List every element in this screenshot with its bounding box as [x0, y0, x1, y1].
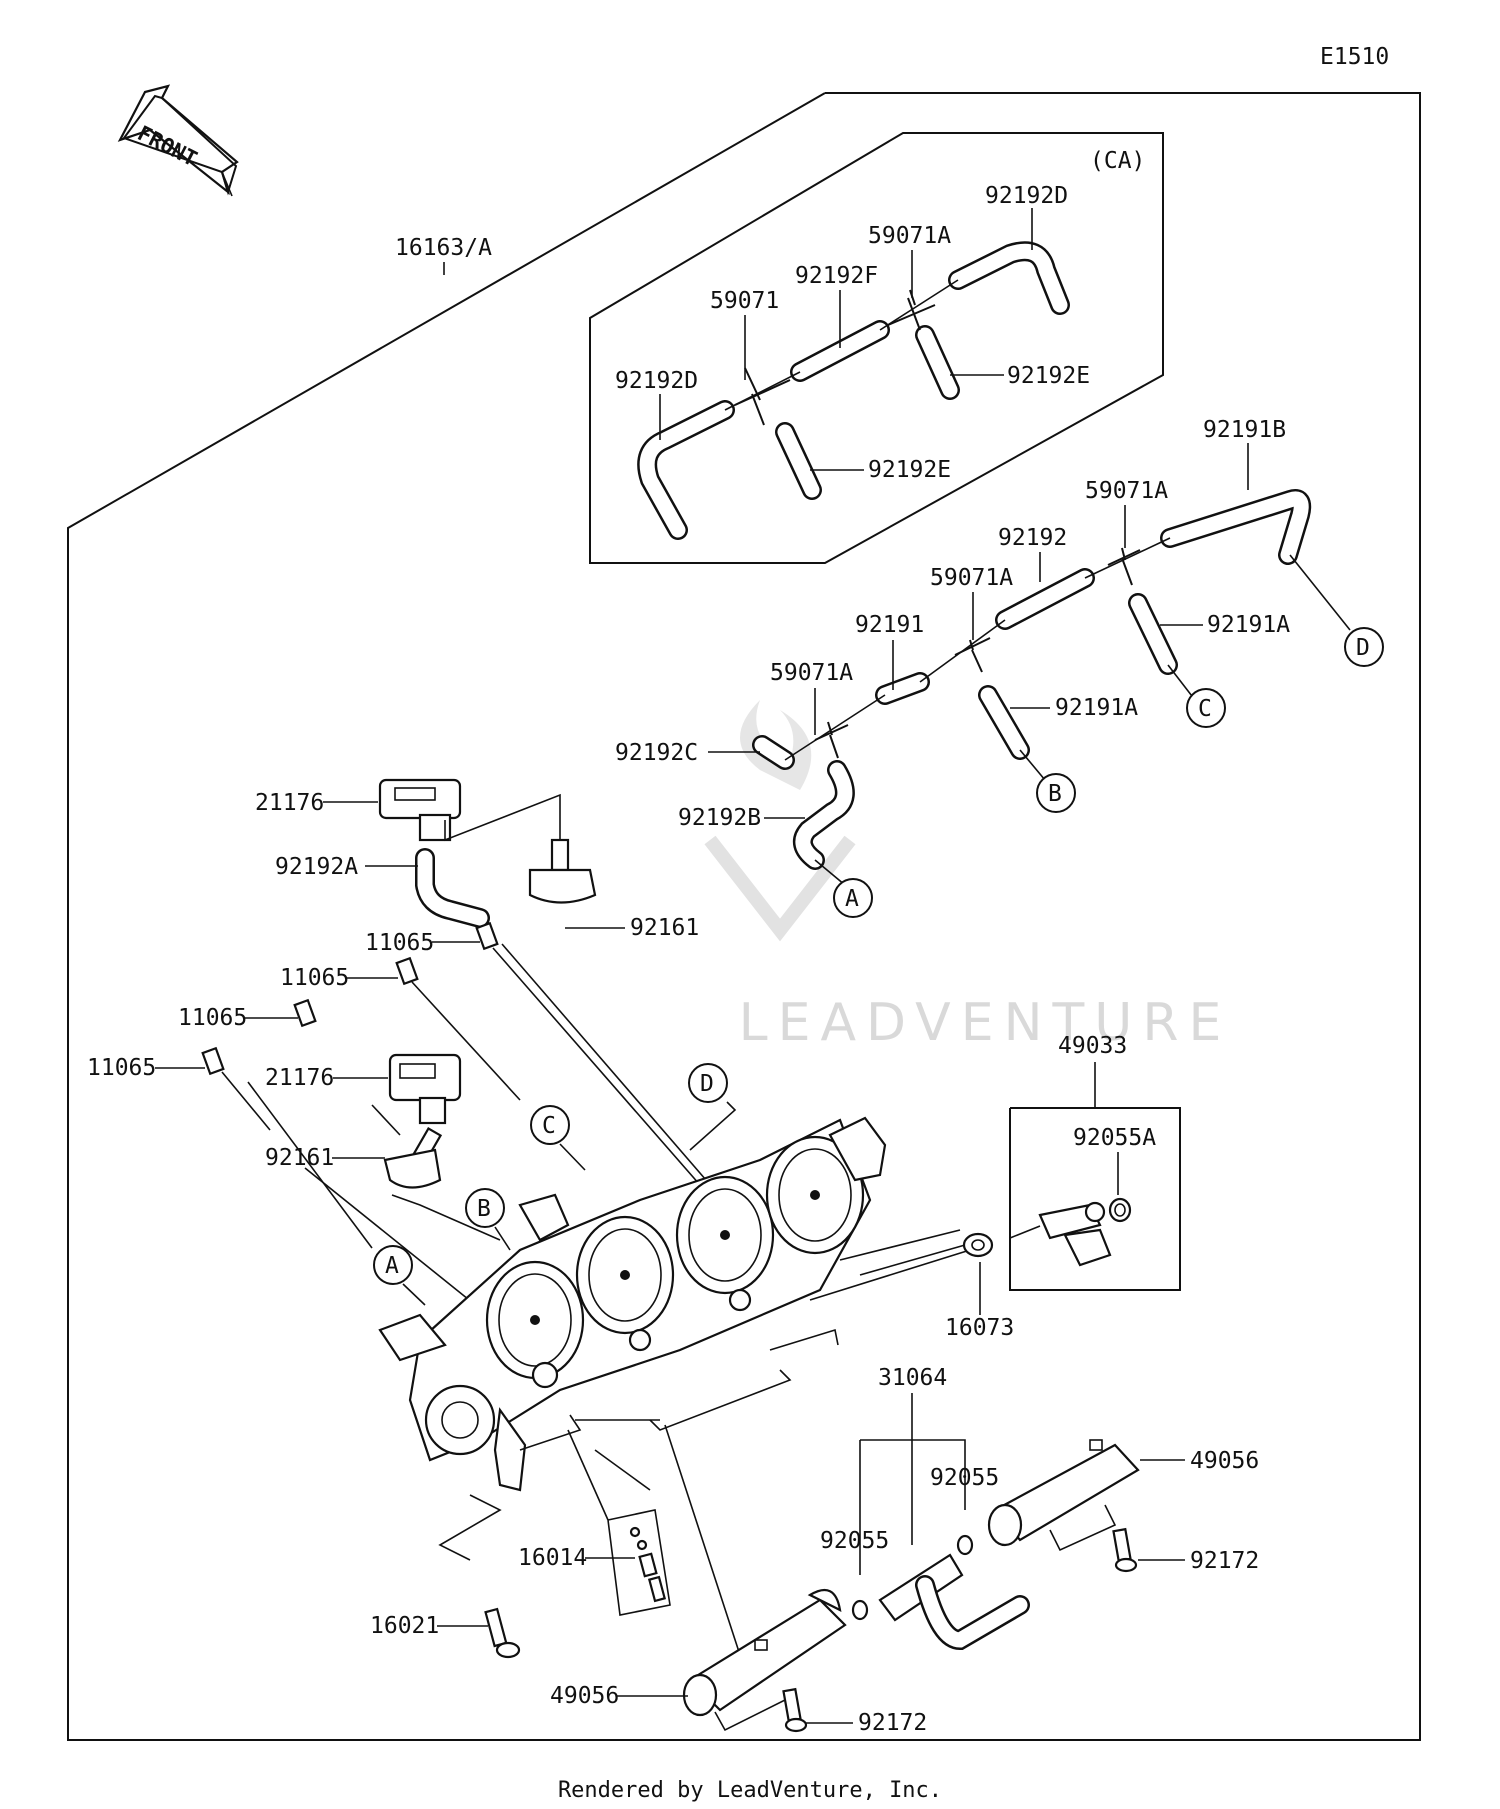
holder-92161-mid: [383, 1127, 443, 1189]
label-49056-left: 49056: [550, 1683, 619, 1709]
vacuum-hoses: [752, 489, 1312, 870]
connector-d-mid: D: [688, 1063, 728, 1103]
label-16021: 16021: [370, 1613, 439, 1639]
label-11065-2: 11065: [280, 965, 349, 991]
svg-text:A: A: [845, 886, 859, 912]
connector-c-top: C: [1186, 688, 1226, 728]
label-92172-left: 92172: [858, 1710, 927, 1736]
svg-text:D: D: [1356, 635, 1370, 661]
label-92192: 92192: [998, 525, 1067, 551]
throttle-body-assembly: [378, 1116, 887, 1492]
oring-92055-right: [956, 1534, 974, 1556]
front-arrow-icon: FRONT: [117, 84, 239, 197]
label-59071-ca: 59071: [710, 288, 779, 314]
label-49033: 49033: [1058, 1033, 1127, 1059]
injector: [1009, 1201, 1112, 1267]
label-92191a-2: 92191A: [1055, 695, 1138, 721]
label-59071a-2: 59071A: [930, 565, 1013, 591]
svg-text:D: D: [700, 1071, 714, 1097]
screw-16014: [629, 1526, 667, 1603]
watermark: LEADVENTURE: [704, 700, 1232, 1053]
label-16163a: 16163/A: [395, 235, 492, 261]
fuel-rail-49056-right: [987, 1439, 1140, 1547]
label-92192e-ca-left: 92192E: [868, 457, 951, 483]
holder-92161-top: [528, 838, 597, 904]
joint-31064: [878, 1553, 1030, 1651]
label-92172-right: 92172: [1190, 1548, 1259, 1574]
seal-16073: [962, 1232, 994, 1258]
label-92161-mid: 92161: [265, 1145, 334, 1171]
label-49056-right: 49056: [1190, 1448, 1259, 1474]
connector-c-mid: C: [530, 1105, 570, 1145]
label-11065-1: 11065: [365, 930, 434, 956]
bolt-92172-right: [1112, 1527, 1138, 1573]
ca-group-frame: [589, 132, 1164, 564]
label-92055a: 92055A: [1073, 1125, 1156, 1151]
label-59071a-ca: 59071A: [868, 223, 951, 249]
label-59071a-3: 59071A: [770, 660, 853, 686]
connector-b-top: B: [1036, 773, 1076, 813]
label-92191b: 92191B: [1203, 417, 1286, 443]
label-21176-top: 21176: [255, 790, 324, 816]
diagram-code: E1510: [1320, 44, 1389, 70]
label-16014: 16014: [518, 1545, 587, 1571]
svg-text:C: C: [542, 1113, 556, 1139]
svg-text:B: B: [1048, 781, 1062, 807]
fuel-rail-49056-left: [682, 1588, 847, 1717]
oring-92055a: [1108, 1197, 1132, 1223]
pipes-11065: [201, 921, 499, 1076]
label-59071a-1: 59071A: [1085, 478, 1168, 504]
label-92192e-ca-right: 92192E: [1007, 363, 1090, 389]
connector-b-mid: B: [465, 1188, 505, 1228]
label-92192c: 92192C: [615, 740, 698, 766]
watermark-text: LEADVENTURE: [739, 993, 1232, 1053]
label-92192b: 92192B: [678, 805, 761, 831]
connector-a-top: A: [833, 878, 873, 918]
footer-credit: Rendered by LeadVenture, Inc.: [558, 1778, 942, 1803]
label-11065-4: 11065: [87, 1055, 156, 1081]
label-92192a: 92192A: [275, 854, 358, 880]
sensor-21176-top: [378, 778, 462, 842]
svg-text:A: A: [385, 1253, 399, 1279]
label-92192d-ca-right: 92192D: [985, 183, 1068, 209]
label-92191: 92191: [855, 612, 924, 638]
svg-text:B: B: [477, 1196, 491, 1222]
label-92055-right: 92055: [930, 1465, 999, 1491]
ca-hoses: [637, 241, 1070, 540]
connector-d-top: D: [1344, 627, 1384, 667]
label-31064: 31064: [878, 1365, 947, 1391]
label-11065-3: 11065: [178, 1005, 247, 1031]
assembly-frame: [67, 92, 1421, 1741]
connector-a-mid: A: [373, 1245, 413, 1285]
ca-group-label: (CA): [1090, 148, 1145, 174]
screw-16021: [484, 1607, 521, 1659]
label-92191a-1: 92191A: [1207, 612, 1290, 638]
oring-92055-left: [851, 1599, 869, 1621]
label-21176-mid: 21176: [265, 1065, 334, 1091]
label-16073: 16073: [945, 1315, 1014, 1341]
svg-text:C: C: [1198, 696, 1212, 722]
label-92192f-ca: 92192F: [795, 263, 878, 289]
label-92161-top: 92161: [630, 915, 699, 941]
label-92055-left: 92055: [820, 1528, 889, 1554]
bolt-92172-left: [782, 1687, 808, 1733]
sensor-21176-mid: [388, 1053, 462, 1125]
label-92192d-ca-left: 92192D: [615, 368, 698, 394]
